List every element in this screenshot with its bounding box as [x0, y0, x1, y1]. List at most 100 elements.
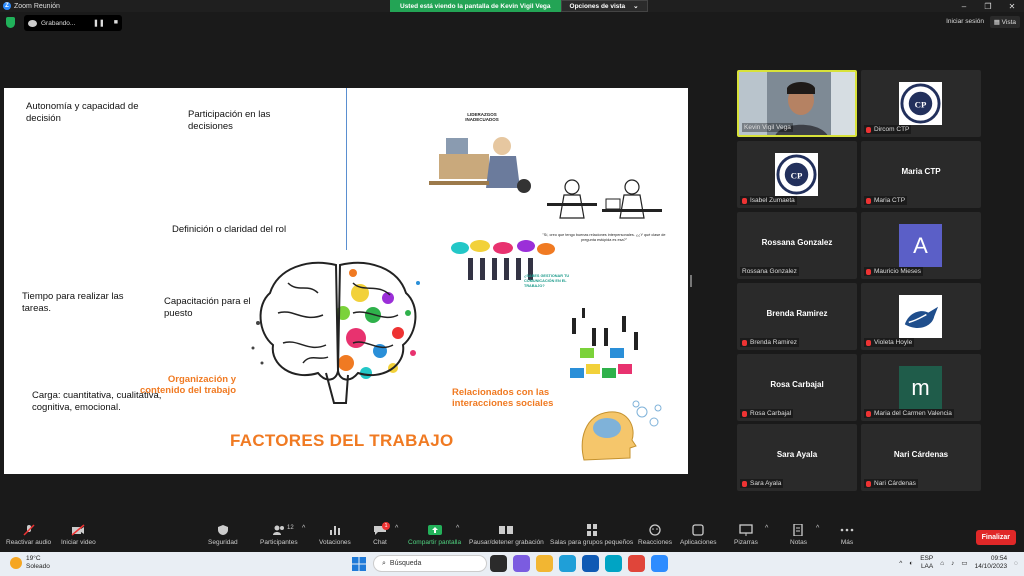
participant-tile-rossana[interactable]: Rossana Gonzalez Rossana Gonzalez	[737, 212, 857, 279]
slide-divider-line	[346, 88, 347, 250]
chat-chevron-icon[interactable]: ^	[395, 525, 399, 532]
meeting-toolbar: Reactivar audio Iniciar video Seguridad …	[0, 518, 1024, 552]
view-button[interactable]: ▦ Vista	[989, 16, 1020, 28]
teams-icon[interactable]	[513, 555, 530, 572]
notes-button[interactable]: Notas	[790, 524, 807, 546]
participants-chevron-icon[interactable]: ^	[302, 525, 306, 532]
start-video-button[interactable]: Iniciar video	[61, 524, 96, 546]
taskbar-apps	[490, 555, 668, 572]
taskbar-clock[interactable]: 09:54 14/10/2023	[974, 555, 1008, 570]
recording-icon	[28, 19, 37, 27]
ctp-logo-icon: CP	[899, 82, 942, 125]
share-screen-icon	[427, 525, 442, 535]
whiteboards-button[interactable]: Pizarras	[734, 524, 758, 546]
participant-tile-rosa[interactable]: Rosa Carbajal Rosa Carbajal	[737, 354, 857, 421]
participant-label: Dircom CTP	[864, 125, 912, 134]
participant-tile-mauricio[interactable]: A Mauricio Mieses	[861, 212, 981, 279]
item-definicion: Definición o claridad del rol	[172, 224, 287, 235]
participant-tile-sara[interactable]: Sara Ayala Sara Ayala	[737, 424, 857, 491]
zoom-taskbar-icon[interactable]	[651, 555, 668, 572]
whiteboards-chevron-icon[interactable]: ^	[765, 525, 769, 532]
notification-icon[interactable]: ◌	[1014, 559, 1018, 567]
chevron-down-icon: ⌄	[633, 3, 639, 10]
participant-label: Rossana Gonzalez	[740, 267, 799, 276]
share-banner: Usted está viendo la pantalla de Kevin V…	[390, 0, 648, 12]
pause-stop-icon	[499, 526, 514, 534]
participant-tile-violeta[interactable]: Violeta Hoyle	[861, 283, 981, 350]
app-l-icon[interactable]	[605, 555, 622, 572]
minimize-button[interactable]: –	[961, 1, 967, 11]
participant-label: Isabel Zumaeta	[740, 196, 797, 205]
end-meeting-button[interactable]: Finalizar	[975, 530, 1016, 545]
breakout-rooms-icon	[586, 524, 597, 536]
participant-label: Mauricio Mieses	[864, 267, 923, 276]
pause-recording-button[interactable]: ❚❚	[93, 20, 105, 27]
muted-mic-icon	[866, 339, 871, 346]
polls-button[interactable]: Votaciones	[319, 524, 351, 546]
view-options-button[interactable]: Opciones de vista⌄	[560, 0, 648, 12]
file-explorer-icon[interactable]	[536, 555, 553, 572]
participant-tile-brenda[interactable]: Brenda Ramirez Brenda Ramirez	[737, 283, 857, 350]
muted-mic-icon	[866, 126, 871, 133]
item-carga: Carga: cuantitativa, cualitativa, cognit…	[32, 390, 162, 413]
participant-display-name: Rosa Carbajal	[770, 380, 824, 389]
language-indicator[interactable]: ESP LAA	[920, 555, 934, 570]
volume-icon[interactable]: ♪	[951, 559, 955, 567]
maximize-button[interactable]: ❐	[984, 1, 992, 11]
comic-illustration: "Sí, creo que tengo buenas relaciones in…	[542, 173, 666, 243]
tray-app-icon[interactable]: ◐	[909, 559, 914, 567]
item-autonomia: Autonomía y capacidad de decisión	[26, 101, 139, 124]
participant-label: Rosa Carbajal	[740, 409, 794, 418]
chrome-icon[interactable]	[628, 555, 645, 572]
muted-mic-icon	[742, 339, 747, 346]
muted-mic-icon	[742, 480, 747, 487]
participant-tile-maria-carmen[interactable]: m Maria del Carmen Valencia	[861, 354, 981, 421]
participant-label: Maria CTP	[864, 196, 908, 205]
weather-widget[interactable]: 19°C Soleado	[10, 555, 50, 571]
task-view-icon[interactable]	[490, 555, 507, 572]
edge-icon[interactable]	[559, 555, 576, 572]
apps-button[interactable]: Aplicaciones	[680, 524, 717, 546]
participant-tile-nari[interactable]: Nari Cárdenas Nari Cárdenas	[861, 424, 981, 491]
participant-tile-isabel[interactable]: CP Isabel Zumaeta	[737, 141, 857, 208]
window-title: Zoom Reunión	[14, 2, 60, 10]
notes-icon	[793, 524, 804, 536]
participant-label: Brenda Ramirez	[740, 338, 799, 347]
brain-illustration	[251, 261, 420, 404]
participant-display-name: Brenda Ramirez	[766, 309, 828, 318]
participants-button[interactable]: Participantes	[260, 524, 298, 546]
participant-tile-dircom[interactable]: CP Dircom CTP	[861, 70, 981, 137]
grid-icon: ▦	[993, 19, 1002, 26]
leadership-illustration: LIDERAZGOS INADECUADOS	[424, 108, 544, 193]
close-button[interactable]: ✕	[1008, 1, 1016, 11]
encryption-shield-icon[interactable]	[6, 17, 15, 28]
network-icon[interactable]: ⌂	[940, 559, 945, 567]
unmute-audio-button[interactable]: Reactivar audio	[6, 524, 51, 546]
store-icon[interactable]	[582, 555, 599, 572]
pause-stop-recording-button[interactable]: Pausar/detener grabación	[469, 524, 544, 546]
tray-chevron-icon[interactable]: ^	[899, 559, 903, 567]
signin-button[interactable]: Iniciar sesión	[946, 18, 984, 25]
participant-tile-maria-ctp[interactable]: Maria CTP Maria CTP	[861, 141, 981, 208]
bird-avatar-icon	[899, 295, 942, 338]
stop-recording-button[interactable]: ■	[113, 19, 118, 26]
windows-start-icon[interactable]	[352, 557, 366, 571]
more-button[interactable]: Más	[840, 524, 854, 546]
shield-icon	[217, 525, 228, 535]
security-button[interactable]: Seguridad	[208, 524, 238, 546]
participant-tile-kevin[interactable]: Kevin Vigil Vega	[737, 70, 857, 137]
battery-icon[interactable]: ▭	[961, 560, 968, 567]
taskbar-search[interactable]: ⌕ Búsqueda	[373, 555, 487, 572]
reactions-button[interactable]: Reacciones	[638, 524, 672, 546]
reactions-icon	[649, 524, 661, 536]
search-icon: ⌕	[382, 559, 386, 567]
breakout-rooms-button[interactable]: Salas para grupos pequeños	[550, 524, 633, 546]
share-screen-button[interactable]: Compartir pantalla	[408, 524, 461, 546]
notes-chevron-icon[interactable]: ^	[816, 525, 820, 532]
panel-resize-handle[interactable]	[690, 275, 692, 287]
recording-label: Grabando...	[41, 19, 76, 27]
chat-unread-badge: 1	[382, 522, 390, 530]
share-chevron-icon[interactable]: ^	[456, 525, 460, 532]
item-capacitacion: Capacitación para el puesto	[164, 296, 251, 319]
item-tiempo: Tiempo para realizar las tareas.	[22, 291, 124, 314]
